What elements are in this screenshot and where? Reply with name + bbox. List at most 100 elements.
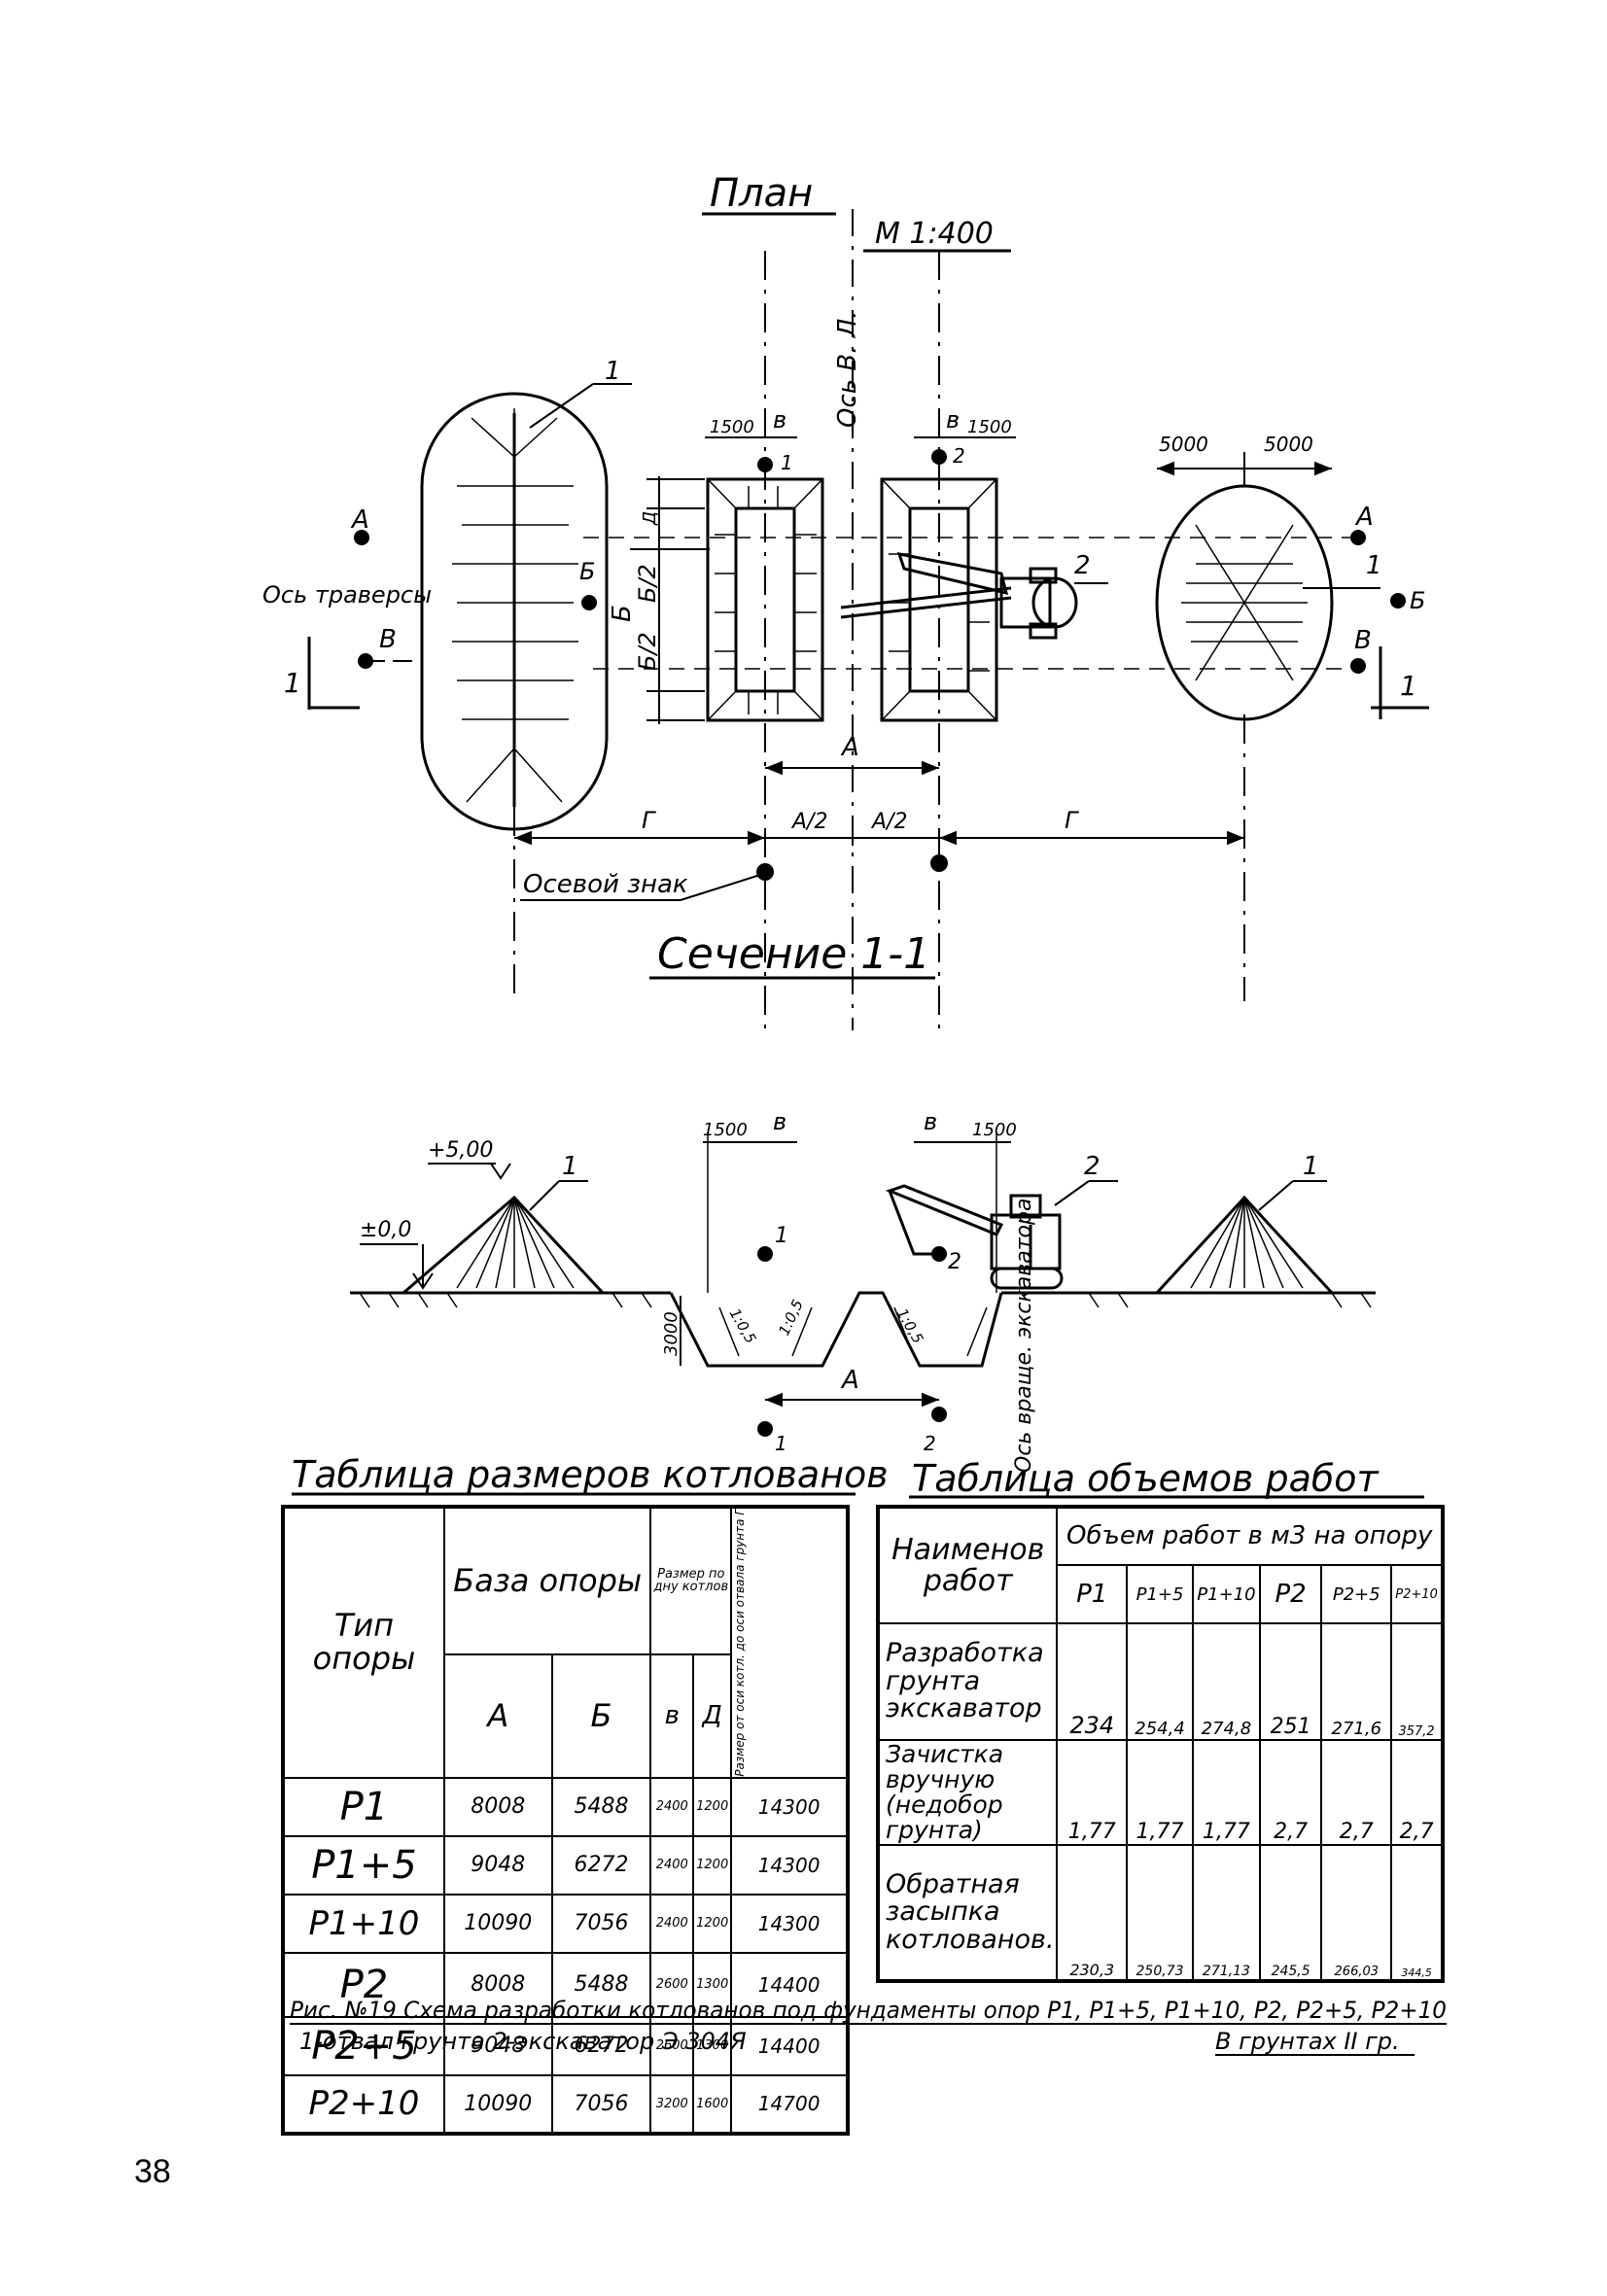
- cell-g: 14400: [730, 1951, 849, 2018]
- dim-a-section: А: [840, 1366, 859, 1395]
- dim-1500-pit1: 1500: [710, 417, 754, 437]
- dim-g-left: Г: [642, 807, 656, 834]
- point-b-right: [1390, 593, 1406, 609]
- dim-d-top: Д: [640, 511, 660, 526]
- header-base: База опоры: [442, 1506, 652, 1655]
- dim-v-pit1: в: [773, 406, 786, 434]
- cell-g: 14300: [730, 1834, 849, 1896]
- table-sizes: Тип опоры База опоры Размер по дну котло…: [281, 1505, 850, 2136]
- cell-a: 10090: [442, 1893, 553, 1954]
- dim-5000-left: 5000: [1159, 433, 1208, 456]
- header-dist-cell: Размер от оси котл. до оси отвала грунта…: [730, 1506, 849, 1779]
- header-bottom: Размер по дну котлов: [649, 1506, 733, 1655]
- cell-volume: 266,03: [1320, 1844, 1393, 1982]
- cell-b: 5488: [550, 1951, 652, 2018]
- dim-5000-right: 5000: [1264, 433, 1313, 456]
- cell-a: 9048: [442, 2015, 553, 2076]
- cell-v: 2600: [649, 2015, 695, 2076]
- cell-a: 8008: [442, 1776, 553, 1837]
- point-a-right: [1350, 530, 1366, 545]
- cell-volume: 230,3: [1056, 1844, 1128, 1982]
- left-dump-plan: [420, 392, 609, 831]
- section-stake-label-1: 1: [775, 1224, 788, 1248]
- cell-volume: 274,8: [1192, 1622, 1261, 1741]
- cell-type: Р1+5: [282, 1834, 445, 1896]
- excavator-axis-label: Ось враще. экскаватора: [1012, 1199, 1036, 1473]
- caption-line-2-right: В грунтах II гр.: [1215, 2028, 1400, 2055]
- cell-v: 2600: [649, 1951, 695, 2018]
- cell-volume: 271,6: [1320, 1622, 1393, 1741]
- cell-volume: 357,2: [1390, 1622, 1444, 1741]
- callout-excavator-section: 2: [1084, 1152, 1100, 1181]
- level-top: +5,00: [428, 1138, 493, 1163]
- header-d: Д: [692, 1652, 733, 1779]
- table-sizes-title: Таблица размеров котлованов: [292, 1453, 889, 1496]
- dim-a-half-right: А/2: [870, 810, 907, 834]
- cell-volume: 234: [1056, 1622, 1128, 1741]
- cell-b: 7056: [550, 2073, 652, 2135]
- cell-volume: 1,77: [1056, 1739, 1128, 1846]
- header-dist: Размер от оси котл. до оси отвала грунта…: [733, 1509, 748, 1777]
- callout-dump-section-left: 1: [562, 1152, 578, 1181]
- cell-volume: 254,4: [1125, 1622, 1195, 1741]
- section-stake-label-2: 2: [948, 1250, 961, 1274]
- dim-v-pit2: в: [946, 406, 960, 434]
- dim-1500-pit2: 1500: [967, 417, 1012, 437]
- cell-d: 1600: [692, 2073, 733, 2135]
- ground-line: [350, 1291, 1376, 1368]
- table-row: Р2 8008 5488 2600 1300 14400: [282, 1951, 849, 2018]
- dim-a-plan: А: [840, 733, 859, 762]
- callout-dump-section-right: 1: [1303, 1152, 1319, 1181]
- cell-g: 14700: [730, 2073, 849, 2135]
- cell-work: Обратная засыпка котлованов.: [876, 1844, 1059, 1982]
- point-v-right: [1350, 658, 1366, 674]
- table-row: Р1+10 10090 7056 2400 1200 14300: [282, 1893, 849, 1954]
- cell-d: 1200: [692, 1834, 733, 1896]
- header-type-p2-10: Р2+10: [1390, 1564, 1444, 1624]
- dim-a-half-left: А/2: [790, 810, 827, 834]
- cell-a: 10090: [442, 2073, 553, 2135]
- section-bottom-label-1: 1: [775, 1432, 787, 1455]
- page-number: 38: [134, 2153, 171, 2190]
- header-b: Б: [550, 1652, 652, 1779]
- dim-b-half-1: Б/2: [634, 564, 661, 603]
- scale-label: М 1:400: [875, 217, 994, 251]
- header-type-p2: Р2: [1258, 1564, 1323, 1624]
- section-dim-1500-right: 1500: [972, 1120, 1017, 1140]
- cell-v: 2400: [649, 1834, 695, 1896]
- stake-label-1: 1: [781, 451, 793, 474]
- header-type: Тип опоры: [282, 1506, 445, 1779]
- table-volumes: Наименов работ Объем работ в м3 на опору…: [876, 1505, 1445, 1983]
- right-dump-section: [1155, 1195, 1334, 1295]
- cell-volume: 245,5: [1258, 1844, 1323, 1982]
- cell-type: Р2+10: [282, 2073, 445, 2135]
- header-type-p1-10: Р1+10: [1192, 1564, 1261, 1624]
- dim-b: Б: [608, 605, 637, 622]
- cell-type: Р2+5: [282, 2015, 445, 2076]
- callout-excavator-plan: 2: [1074, 551, 1091, 580]
- section-title: Сечение 1-1: [657, 929, 930, 979]
- stake-2: [931, 449, 947, 465]
- table-row: Р1 8008 5488 2400 1200 14300: [282, 1776, 849, 1837]
- section-marker-left: 1: [284, 667, 301, 699]
- point-label-v-right: В: [1354, 626, 1372, 655]
- cell-v: 2400: [649, 1893, 695, 1954]
- cell-type: Р1+10: [282, 1893, 445, 1954]
- point-label-b-left: Б: [579, 558, 595, 585]
- cell-volume: 1,77: [1125, 1739, 1195, 1846]
- section-stake-2: [931, 1246, 947, 1262]
- cell-v: 2400: [649, 1776, 695, 1837]
- cell-volume: 344,5: [1390, 1844, 1444, 1982]
- cell-g: 14300: [730, 1776, 849, 1837]
- axial-sign-point-2: [930, 854, 948, 872]
- dim-g-right: Г: [1065, 807, 1079, 834]
- cell-b: 6272: [550, 1834, 652, 1896]
- section-marker-right: 1: [1400, 670, 1417, 702]
- cell-type: Р1: [282, 1776, 445, 1837]
- cell-volume: 250,73: [1125, 1844, 1195, 1982]
- cell-volume: 2,7: [1320, 1739, 1393, 1846]
- callout-dump-right: 1: [1366, 551, 1382, 580]
- cell-b: 6272: [550, 2015, 652, 2076]
- point-a-left: [354, 530, 369, 545]
- cell-work: Разработка грунта экскаватор: [876, 1622, 1059, 1741]
